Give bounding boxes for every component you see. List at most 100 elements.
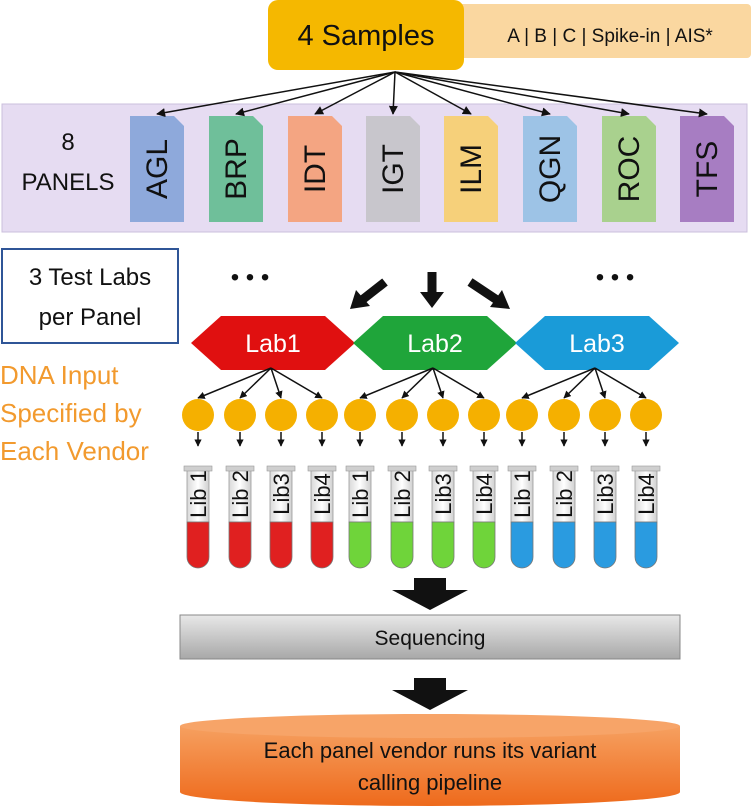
tube-rim <box>345 465 375 472</box>
panel-tfs <box>680 116 734 222</box>
sample-list-box <box>440 4 751 58</box>
ellipsis-left: • • • <box>231 264 270 291</box>
dna-input-dot <box>589 399 621 431</box>
pipeline-line1: Each panel vendor runs its variant <box>264 738 597 763</box>
tube-liquid <box>593 521 617 569</box>
library-label: Lib4 <box>634 473 659 515</box>
lab-to-dot-arrow <box>359 367 434 399</box>
panel-label-ilm: ILM <box>455 144 488 194</box>
library-label: Lib4 <box>310 473 335 515</box>
dna-input-line3: Each Vendor <box>0 436 149 466</box>
lab-entry-arrows <box>350 272 510 309</box>
panels-label: PANELS <box>22 169 115 196</box>
panel-brp <box>209 116 263 222</box>
test-labs-line2: per Panel <box>39 304 142 331</box>
panel-label-brp: BRP <box>220 138 253 200</box>
tube-rim <box>507 465 537 472</box>
lab-2-badge <box>353 316 517 370</box>
lab-2-label: Lab2 <box>407 330 463 358</box>
sample-arrow-brp <box>235 71 396 117</box>
sample-arrow-ilm <box>394 71 472 115</box>
panel-label-qgn: QGN <box>534 135 567 203</box>
sample-to-panel-arrows <box>156 71 708 118</box>
dna-input-dot <box>182 399 214 431</box>
lab-to-dot-arrow <box>197 367 272 399</box>
sample-arrow-igt <box>388 71 398 115</box>
panel-roc <box>602 116 656 222</box>
dna-input-dot <box>306 399 338 431</box>
tube-rim <box>387 465 417 472</box>
lab-to-dot-arrow <box>563 367 596 399</box>
samples-box <box>268 0 464 70</box>
lab-1-label: Lab1 <box>245 330 301 358</box>
tube-rim <box>469 465 499 472</box>
library-label: Lib 1 <box>186 470 211 518</box>
lab-to-dot-arrow <box>401 367 434 399</box>
tube-liquid <box>634 521 658 569</box>
panel-ilm <box>444 116 498 222</box>
panel-label-roc: ROC <box>613 136 646 203</box>
library-label: Lib 1 <box>510 470 535 518</box>
tube-liquid <box>269 521 293 569</box>
panel-igt <box>366 116 420 222</box>
panel-label-idt: IDT <box>299 145 332 193</box>
lab-to-dot-arrow <box>521 367 596 399</box>
tube-rim <box>549 465 579 472</box>
down-arrow-2 <box>392 678 468 710</box>
sample-arrow-roc <box>394 71 630 117</box>
panel-idt <box>288 116 342 222</box>
dna-input-dot <box>224 399 256 431</box>
dna-input-dot <box>265 399 297 431</box>
tube-liquid <box>348 521 372 569</box>
sample-arrow-idt <box>314 71 396 115</box>
tube-liquid <box>510 521 534 569</box>
dna-input-dot <box>386 399 418 431</box>
sample-list-text: A | B | C | Spike-in | AIS* <box>507 26 713 47</box>
library-label: Lib3 <box>431 473 456 515</box>
tube-rim <box>631 465 661 472</box>
sample-arrow-qgn <box>394 71 551 117</box>
sequencing-label: Sequencing <box>375 627 486 650</box>
dna-input-dot <box>548 399 580 431</box>
tube-rim <box>307 465 337 472</box>
lab-to-dot-arrow <box>594 367 647 399</box>
lab-3-label: Lab3 <box>569 330 625 358</box>
lab-3-badge <box>515 316 679 370</box>
tube-liquid <box>472 521 496 569</box>
tube-rim <box>183 465 213 472</box>
panel-agl <box>130 116 184 222</box>
test-labs-line1: 3 Test Labs <box>29 264 151 291</box>
sample-arrow-agl <box>156 71 396 118</box>
library-label: Lib4 <box>472 473 497 515</box>
library-label: Lib 2 <box>390 470 415 518</box>
library-label: Lib3 <box>593 473 618 515</box>
lab-to-dot-arrow <box>432 367 485 399</box>
lab-to-dot-arrow <box>270 367 323 399</box>
library-label: Lib3 <box>269 473 294 515</box>
sample-arrow-tfs <box>394 71 708 118</box>
tube-liquid <box>186 521 210 569</box>
sequencing-bar <box>179 614 681 660</box>
tube-liquid <box>431 521 455 569</box>
panel-label-tfs: TFS <box>691 141 724 198</box>
tube-rim <box>428 465 458 472</box>
ellipsis-right: • • • <box>596 264 635 291</box>
library-label: Lib 1 <box>348 470 373 518</box>
lab-to-dot-arrow <box>432 367 445 399</box>
tube-liquid <box>552 521 576 569</box>
lab-1-badge <box>191 316 355 370</box>
samples-title: 4 Samples <box>297 20 434 52</box>
panels-count: 8 <box>61 129 74 156</box>
pipeline-line2: calling pipeline <box>358 770 502 795</box>
test-labs-box <box>1 248 179 344</box>
lab-to-dot-arrow <box>239 367 272 399</box>
tube-liquid <box>310 521 334 569</box>
dna-input-dot <box>468 399 500 431</box>
tube-rim <box>590 465 620 472</box>
panel-qgn <box>523 116 577 222</box>
dna-input-dot <box>506 399 538 431</box>
library-label: Lib 2 <box>552 470 577 518</box>
